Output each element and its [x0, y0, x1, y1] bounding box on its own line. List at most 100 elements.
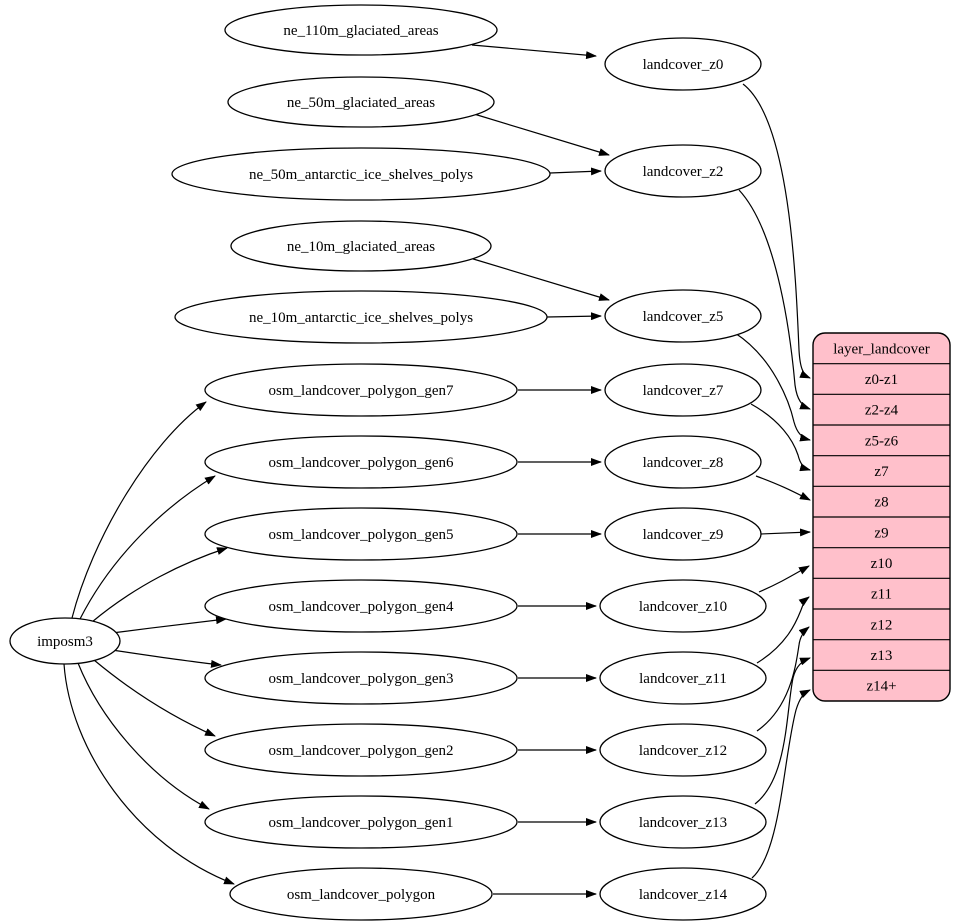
node-shape-landcover_z5: [604, 289, 762, 343]
node-landcover_z8: landcover_z8: [604, 435, 762, 489]
node-shape-ne_10m_antarctic_ice_shelves_polys: [174, 290, 548, 344]
node-shape-landcover_z14: [599, 867, 767, 921]
node-shape-ne_10m_glaciated_areas: [230, 220, 492, 272]
node-shape-landcover_z0: [604, 37, 762, 91]
node-ne_50m_antarctic_ice_shelves_polys: ne_50m_antarctic_ice_shelves_polys: [171, 147, 551, 201]
node-ne_110m_glaciated_areas: ne_110m_glaciated_areas: [224, 4, 498, 56]
node-label-landcover_z12: landcover_z12: [639, 743, 727, 759]
edge-landcover_z12-to-layer_landcover-z12: [756, 626, 810, 732]
node-shape-landcover_z13: [599, 795, 767, 849]
node-label-osm_landcover_polygon_gen6: osm_landcover_polygon_gen6: [269, 455, 454, 471]
table-row-label-z0-z1: z0-z1: [865, 372, 898, 388]
nodes-layer: imposm3 ne_110m_glaciated_areas ne_50m_gla…: [9, 4, 767, 921]
node-label-landcover_z5: landcover_z5: [643, 309, 724, 325]
node-osm_landcover_polygon: osm_landcover_polygon: [229, 867, 493, 921]
node-label-ne_10m_antarctic_ice_shelves_polys: ne_10m_antarctic_ice_shelves_polys: [249, 310, 473, 326]
edge-imposm3-to-osm_landcover_polygon_gen1: [77, 662, 210, 810]
table-row-label-z5-z6: z5-z6: [865, 433, 899, 449]
node-label-ne_10m_glaciated_areas: ne_10m_glaciated_areas: [287, 239, 435, 255]
node-shape-ne_50m_glaciated_areas: [227, 76, 495, 128]
table-row-label-z13: z13: [871, 648, 893, 664]
node-label-landcover_z11: landcover_z11: [639, 671, 727, 687]
node-shape-osm_landcover_polygon_gen5: [204, 507, 518, 561]
edge-ne_110m_glaciated_areas-to-landcover_z0: [471, 44, 597, 60]
table-layer_landcover: layer_landcoverz0-z1z2-z4z5-z6z7z8z9z10z…: [812, 332, 951, 702]
edge-landcover_z13-to-layer_landcover-z13: [754, 657, 811, 805]
node-label-osm_landcover_polygon: osm_landcover_polygon: [287, 887, 436, 903]
node-ne_10m_glaciated_areas: ne_10m_glaciated_areas: [230, 220, 492, 272]
node-osm_landcover_polygon_gen2: osm_landcover_polygon_gen2: [204, 723, 518, 777]
edge-ne_10m_glaciated_areas-to-landcover_z5: [469, 257, 610, 301]
edge-landcover_z10-to-layer_landcover-z10: [758, 565, 810, 593]
edge-landcover_z11-to-layer_landcover-z11: [756, 596, 810, 664]
node-landcover_z0: landcover_z0: [604, 37, 762, 91]
table-title: layer_landcover: [833, 341, 930, 357]
node-landcover_z7: landcover_z7: [604, 363, 762, 417]
node-label-ne_50m_antarctic_ice_shelves_polys: ne_50m_antarctic_ice_shelves_polys: [249, 167, 473, 183]
node-landcover_z9: landcover_z9: [604, 507, 762, 561]
edge-imposm3-to-osm_landcover_polygon_gen6: [79, 475, 216, 620]
edge-landcover_z8-to-layer_landcover-z8: [755, 475, 811, 501]
node-shape-landcover_z11: [599, 651, 767, 705]
table-row-label-z10: z10: [871, 556, 893, 572]
node-imposm3: imposm3: [9, 617, 121, 665]
node-label-ne_50m_glaciated_areas: ne_50m_glaciated_areas: [287, 95, 435, 111]
node-osm_landcover_polygon_gen3: osm_landcover_polygon_gen3: [204, 651, 518, 705]
node-label-landcover_z8: landcover_z8: [643, 455, 724, 471]
table-row-label-z2-z4: z2-z4: [865, 403, 899, 419]
node-shape-landcover_z8: [604, 435, 762, 489]
node-shape-ne_50m_antarctic_ice_shelves_polys: [171, 147, 551, 201]
edge-imposm3-to-osm_landcover_polygon: [63, 663, 235, 885]
table-row-label-z11: z11: [871, 587, 892, 603]
node-osm_landcover_polygon_gen5: osm_landcover_polygon_gen5: [204, 507, 518, 561]
edge-landcover_z9-to-layer_landcover-z9: [760, 528, 811, 537]
node-label-landcover_z9: landcover_z9: [643, 527, 724, 543]
table-layer: layer_landcoverz0-z1z2-z4z5-z6z7z8z9z10z…: [812, 332, 951, 702]
node-ne_50m_glaciated_areas: ne_50m_glaciated_areas: [227, 76, 495, 128]
node-label-osm_landcover_polygon_gen2: osm_landcover_polygon_gen2: [269, 743, 454, 759]
node-osm_landcover_polygon_gen4: osm_landcover_polygon_gen4: [204, 579, 518, 633]
edge-imposm3-to-osm_landcover_polygon_gen4: [111, 616, 227, 634]
edge-imposm3-to-osm_landcover_polygon_gen5: [91, 547, 228, 623]
edge-imposm3-to-osm_landcover_polygon_gen7: [71, 401, 207, 619]
node-shape-osm_landcover_polygon_gen7: [204, 363, 518, 417]
node-shape-landcover_z7: [604, 363, 762, 417]
node-label-landcover_z2: landcover_z2: [643, 164, 724, 180]
edge-landcover_z2-to-layer_landcover-z2-z4: [738, 189, 811, 410]
node-shape-ne_110m_glaciated_areas: [224, 4, 498, 56]
node-landcover_z12: landcover_z12: [599, 723, 767, 777]
node-label-landcover_z7: landcover_z7: [643, 383, 724, 399]
node-label-imposm3: imposm3: [37, 634, 93, 650]
edge-ne_10m_antarctic_ice_shelves_polys-to-landcover_z5: [546, 312, 602, 321]
node-shape-osm_landcover_polygon_gen4: [204, 579, 518, 633]
node-landcover_z11: landcover_z11: [599, 651, 767, 705]
node-label-ne_110m_glaciated_areas: ne_110m_glaciated_areas: [283, 23, 438, 39]
node-shape-osm_landcover_polygon: [229, 867, 493, 921]
node-ne_10m_antarctic_ice_shelves_polys: ne_10m_antarctic_ice_shelves_polys: [174, 290, 548, 344]
node-shape-landcover_z12: [599, 723, 767, 777]
node-shape-landcover_z2: [604, 144, 762, 198]
edge-landcover_z7-to-layer_landcover-z7: [750, 403, 811, 472]
node-landcover_z2: landcover_z2: [604, 144, 762, 198]
table-row-label-z9: z9: [874, 525, 888, 541]
node-shape-imposm3: [9, 617, 121, 665]
node-label-osm_landcover_polygon_gen5: osm_landcover_polygon_gen5: [269, 527, 454, 543]
table-row-label-z12: z12: [871, 617, 893, 633]
edge-ne_50m_antarctic_ice_shelves_polys-to-landcover_z2: [549, 167, 602, 176]
edge-imposm3-to-osm_landcover_polygon_gen3: [111, 649, 222, 668]
node-landcover_z14: landcover_z14: [599, 867, 767, 921]
node-label-landcover_z0: landcover_z0: [643, 57, 724, 73]
node-shape-landcover_z9: [604, 507, 762, 561]
node-osm_landcover_polygon_gen7: osm_landcover_polygon_gen7: [204, 363, 518, 417]
node-label-landcover_z13: landcover_z13: [639, 815, 727, 831]
node-landcover_z10: landcover_z10: [599, 579, 767, 633]
node-label-landcover_z10: landcover_z10: [639, 599, 727, 615]
node-label-osm_landcover_polygon_gen7: osm_landcover_polygon_gen7: [269, 383, 454, 399]
edges-layer: [63, 44, 811, 898]
table-row-label-z7: z7: [874, 464, 889, 480]
node-shape-landcover_z10: [599, 579, 767, 633]
edge-landcover_z14-to-layer_landcover-z14+: [751, 689, 811, 879]
table-row-label-z14+: z14+: [866, 679, 896, 695]
